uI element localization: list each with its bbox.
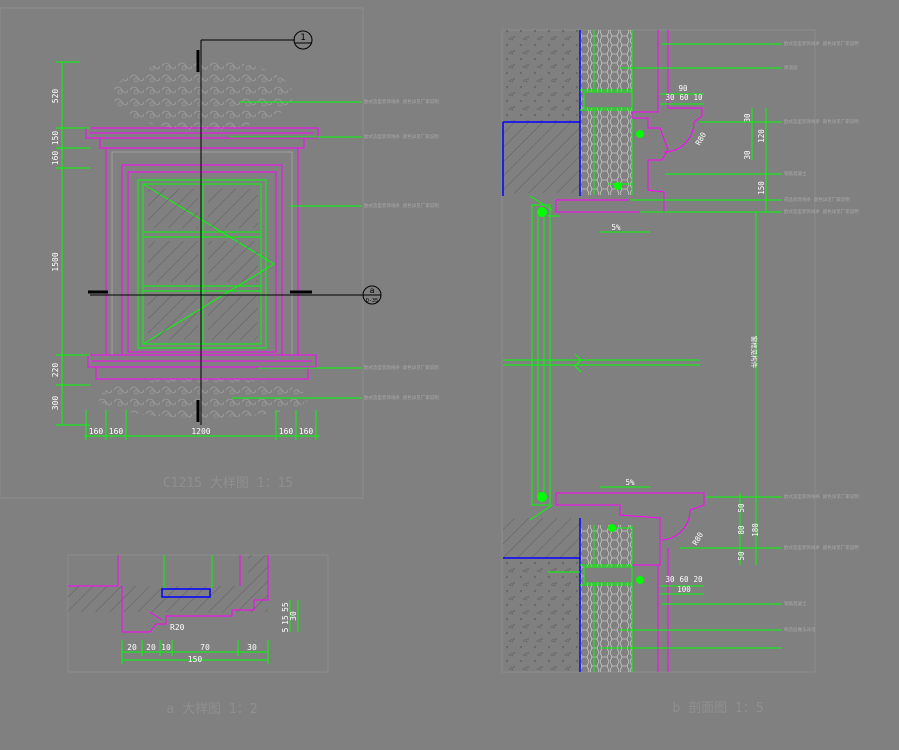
elev-dim-300: 300 bbox=[51, 396, 60, 411]
detail-a-dim-4: 70 bbox=[200, 643, 210, 652]
secb-note-9: 钢筋混凝土 bbox=[784, 600, 807, 607]
detail-a-profile bbox=[68, 555, 269, 633]
section-b-dims bbox=[600, 93, 767, 595]
detail-a-total: 150 bbox=[188, 655, 203, 664]
secb-note-2: 保温层 bbox=[784, 64, 798, 71]
elev-dim-160: 160 bbox=[51, 151, 60, 166]
elev-note-4: 欧式造型装饰线条 颜色详见厂家说明 bbox=[364, 364, 439, 371]
section-marker-2: a D-35 bbox=[362, 285, 382, 305]
secb-note-10: 构造层做法详见 bbox=[784, 626, 816, 633]
secb-note-7: 欧式造型装饰线条 颜色详见厂家说明 bbox=[784, 493, 859, 500]
detail-a-side-2: 15 bbox=[281, 615, 290, 625]
window-surround bbox=[105, 147, 299, 356]
elev-hdim-5: 160 bbox=[299, 427, 314, 436]
detail-a-dim-5: 30 bbox=[247, 643, 257, 652]
wall-top-masonry bbox=[503, 123, 580, 193]
section-marker-2-sub: D-35 bbox=[366, 298, 378, 304]
wall-top-concrete bbox=[503, 30, 580, 122]
secb-note-5: 成品装饰线条 颜色详见厂家说明 bbox=[784, 196, 850, 203]
elevation-frame bbox=[0, 7, 364, 499]
detail-a-side-1: 5 bbox=[281, 627, 290, 632]
elev-note-3: 欧式造型装饰线条 颜色详见厂家说明 bbox=[364, 202, 439, 209]
elev-note-5: 欧式造型装饰线条 颜色详见厂家说明 bbox=[364, 394, 439, 401]
secb-width-top: 5% bbox=[611, 223, 621, 232]
bottom-ornament bbox=[98, 378, 308, 418]
elevation-leaders bbox=[230, 101, 362, 399]
detail-a-dim-2: 20 bbox=[146, 643, 156, 652]
secb-bottom-dim-1: 30 bbox=[665, 575, 675, 584]
elevation-vertical-dims bbox=[56, 61, 90, 426]
secb-rb-dim-2: 80 bbox=[737, 525, 746, 535]
wall-bottom-concrete bbox=[503, 558, 580, 672]
secb-rb-dim-1: 50 bbox=[737, 503, 746, 513]
secb-bottom-dim-2: 60 bbox=[679, 575, 689, 584]
section-b-panel: 90 30 60 10 30 120 30 150 R80 5% 5% 窗框见构… bbox=[501, 29, 859, 716]
secb-top-dim-2: 30 bbox=[665, 93, 675, 102]
secb-right-dim-3: 30 bbox=[743, 150, 752, 160]
secb-vertical-note: 窗框见构件 bbox=[750, 336, 759, 369]
secb-top-dim-4: 10 bbox=[693, 93, 703, 102]
secb-radius-top: R80 bbox=[694, 130, 709, 147]
secb-width-bottom: 5% bbox=[625, 478, 635, 487]
section-marker-2-label: a bbox=[370, 286, 375, 295]
elevation-horizontal-dims bbox=[84, 410, 320, 440]
axis-lines bbox=[88, 39, 364, 425]
window-sill bbox=[87, 354, 317, 380]
insulation-bottom bbox=[580, 525, 632, 672]
wall-bottom-masonry bbox=[503, 518, 580, 558]
secb-bottom-dim-3: 20 bbox=[693, 575, 703, 584]
elev-hdim-3: 1200 bbox=[191, 427, 210, 436]
secb-right-dim-1: 30 bbox=[743, 113, 752, 123]
elev-note-2: 欧式造型装饰线条 颜色详见厂家说明 bbox=[364, 133, 439, 140]
secb-rb-dim-4: 50 bbox=[737, 551, 746, 561]
detail-a-radius: R20 bbox=[170, 623, 185, 632]
section-top-moulding bbox=[555, 30, 703, 213]
secb-top-dim-3: 60 bbox=[679, 93, 689, 102]
elevation-panel: 1 a D-35 520 150 160 1500 220 300 bbox=[0, 7, 439, 499]
secb-note-1: 欧式造型装饰线条 颜色详见厂家说明 bbox=[784, 40, 859, 47]
secb-right-dim-4: 150 bbox=[757, 181, 766, 195]
insulation-top bbox=[580, 30, 632, 195]
elev-hdim-4: 160 bbox=[279, 427, 294, 436]
detail-a-side-3: 55 bbox=[281, 602, 290, 612]
secb-note-6: 欧式造型装饰线条 颜色详见厂家说明 bbox=[784, 208, 859, 215]
detail-a-side-4: 30 bbox=[289, 611, 298, 621]
elev-note-1: 欧式造型装饰线条 颜色详见厂家说明 bbox=[364, 98, 439, 105]
elev-hdim-1: 160 bbox=[89, 427, 104, 436]
secb-rb-dim-3: 180 bbox=[751, 523, 760, 537]
window-sash bbox=[137, 179, 275, 349]
detail-a-dims bbox=[121, 600, 299, 664]
detail-a-dim-1: 20 bbox=[127, 643, 137, 652]
secb-note-8: 欧式造型装饰线条 颜色详见厂家说明 bbox=[784, 544, 859, 551]
secb-right-dim-2: 120 bbox=[757, 129, 766, 143]
elev-dim-150: 150 bbox=[51, 131, 60, 146]
elev-dim-1500: 1500 bbox=[51, 252, 60, 271]
section-window-frame bbox=[503, 183, 700, 529]
detail-a-dim-3: 10 bbox=[161, 643, 171, 652]
section-b-title: b 剖面图 1：5 bbox=[672, 701, 763, 716]
secb-radius-bottom: R80 bbox=[691, 530, 706, 547]
detail-a-title: a 大样图 1：2 bbox=[166, 702, 257, 717]
section-b-leaders bbox=[529, 43, 782, 649]
detail-a-panel: R20 20 20 10 70 30 150 5 15 55 30 a 大样图 bbox=[67, 554, 329, 717]
elev-dim-520: 520 bbox=[51, 89, 60, 104]
structure-lines bbox=[502, 30, 581, 672]
section-marker-1: 1 bbox=[293, 30, 313, 50]
secb-note-3: 欧式造型装饰线条 颜色详见厂家说明 bbox=[784, 118, 859, 125]
detail-a-glazing bbox=[161, 588, 211, 598]
elev-hdim-2: 160 bbox=[109, 427, 124, 436]
elev-dim-220: 220 bbox=[51, 363, 60, 378]
secb-bottom-dim-4: 100 bbox=[677, 585, 691, 594]
detail-a-frame bbox=[67, 554, 329, 673]
secb-top-dim-1: 90 bbox=[678, 84, 688, 93]
top-cornice bbox=[85, 127, 319, 149]
section-marker-1-label: 1 bbox=[300, 33, 305, 43]
section-bottom-moulding bbox=[555, 492, 705, 672]
secb-note-4: 钢筋混凝土 bbox=[784, 170, 807, 177]
top-ornament bbox=[113, 60, 293, 130]
elevation-title: C1215 大样图 1：15 bbox=[163, 476, 293, 491]
